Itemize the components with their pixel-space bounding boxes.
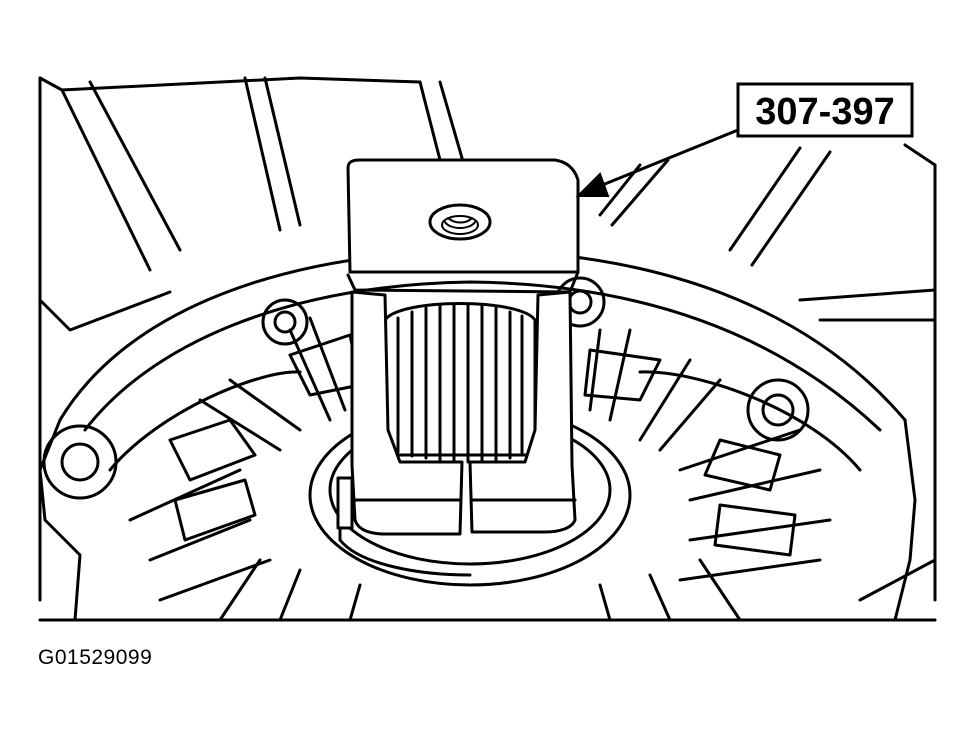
- holding-tool-307-397: [336, 158, 580, 536]
- housing-background: [38, 76, 937, 602]
- callout-frame: [736, 82, 914, 138]
- callout-box: 307-397: [736, 82, 914, 138]
- callout-leader: [575, 128, 740, 197]
- retaining-plate: [38, 248, 937, 622]
- figure-id: G01529099: [38, 646, 153, 669]
- callout-arrowhead: [575, 172, 610, 197]
- callout-label: 307-397: [755, 91, 894, 133]
- splined-gear: [383, 302, 537, 464]
